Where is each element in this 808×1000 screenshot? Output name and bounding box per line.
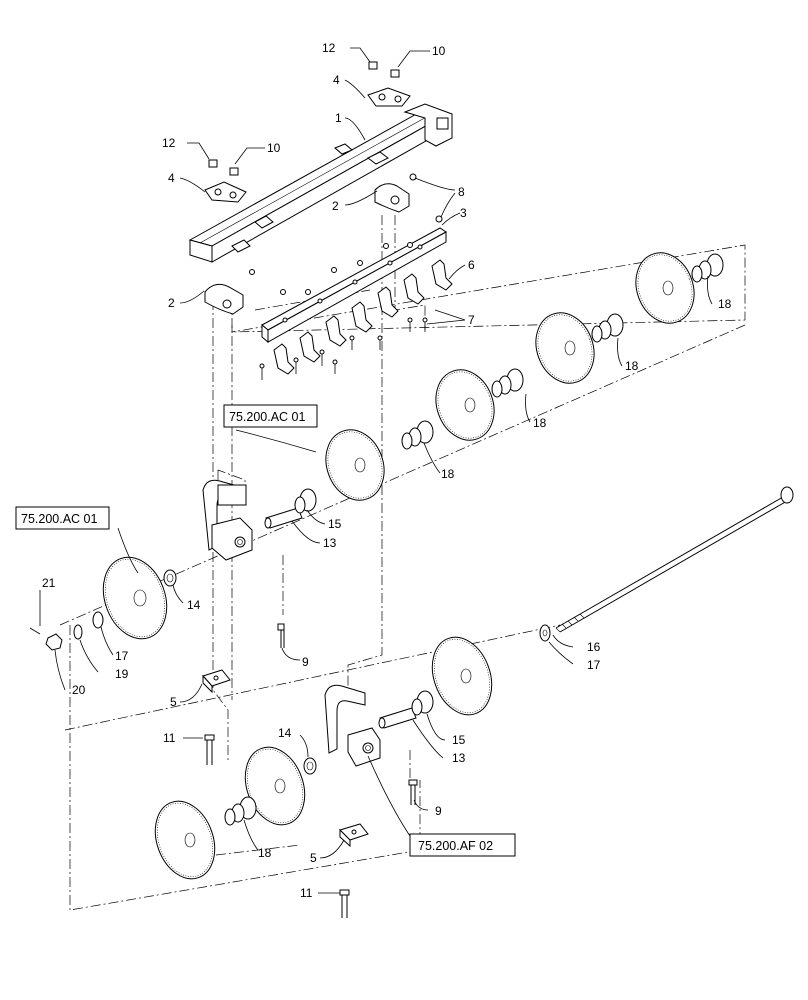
callout-8: 8 (458, 185, 465, 199)
screws-part-7[interactable] (259, 317, 428, 380)
disc-blade-lower-right[interactable] (422, 629, 502, 723)
reference-link-75-200-ac-01-upper[interactable]: 75.200.AC 01 (223, 404, 318, 428)
washer-part-14-a[interactable] (163, 569, 177, 587)
disc-blade-top-1[interactable] (626, 245, 703, 332)
callout-14-left: 14 (187, 598, 201, 612)
callout-3: 3 (460, 206, 467, 220)
spindle-part-13-a[interactable] (264, 507, 303, 529)
disc-blade-lower-middle[interactable] (235, 739, 315, 833)
callout-12-left: 12 (162, 136, 176, 150)
mounting-plate-upper[interactable] (367, 87, 411, 107)
nut-part-20[interactable] (45, 633, 63, 651)
callout-15-upper: 15 (328, 517, 342, 531)
scraper-blades-part-6[interactable] (273, 259, 453, 375)
callout-5-lower: 5 (310, 851, 317, 865)
disc-blade-top-4[interactable] (316, 422, 393, 509)
callout-20: 20 (72, 683, 86, 697)
plate-part-5-b[interactable] (339, 823, 369, 848)
hub-part-18-d[interactable] (401, 420, 434, 450)
callout-16: 16 (587, 640, 601, 654)
bolt-part-9-b[interactable] (408, 779, 418, 805)
arm-assembly-upper[interactable] (202, 479, 253, 561)
callout-18-d: 18 (441, 467, 455, 481)
callout-18-e: 18 (258, 846, 272, 860)
reference-link-75-200-af-02[interactable]: 75.200.AF 02 (409, 833, 516, 857)
hub-part-15-b[interactable] (411, 690, 434, 716)
mounting-plate-left[interactable] (204, 181, 247, 203)
callout-18-b: 18 (625, 359, 639, 373)
callout-labels: 12 10 4 1 12 10 4 8 2 3 6 2 7 18 18 18 1… (42, 41, 732, 900)
callout-18-a: 18 (718, 297, 732, 311)
scraper-bar-part-3[interactable] (261, 227, 447, 344)
center-lines (59, 215, 746, 911)
plate-part-5-a[interactable] (202, 669, 231, 694)
reference-label-lower: 75.200.AF 02 (418, 839, 493, 853)
callout-12-upper: 12 (322, 41, 336, 55)
reference-label-upper: 75.200.AC 01 (229, 410, 305, 424)
arm-assembly-lower[interactable] (324, 684, 381, 767)
bolt-part-9-a[interactable] (277, 623, 285, 648)
callout-13-upper: 13 (323, 536, 337, 550)
disc-blade-top-2[interactable] (526, 305, 603, 392)
callout-17-left: 17 (115, 649, 129, 663)
callout-1: 1 (335, 111, 342, 125)
washer-part-14-b[interactable] (303, 757, 317, 775)
reference-label-left: 75.200.AC 01 (21, 512, 97, 526)
callout-2-left: 2 (168, 296, 175, 310)
callout-11-upper: 11 (163, 731, 176, 745)
callout-21: 21 (42, 576, 56, 590)
disc-blade-lower-left[interactable] (145, 793, 225, 887)
disc-blade-left[interactable] (92, 548, 177, 647)
callout-4-upper: 4 (333, 73, 340, 87)
callout-6: 6 (468, 258, 475, 272)
reference-link-75-200-ac-01-left[interactable]: 75.200.AC 01 (15, 506, 110, 530)
nuts-part-8[interactable] (409, 173, 443, 223)
axle-part-16[interactable] (555, 486, 794, 633)
washer-part-17-b[interactable] (539, 624, 551, 642)
disc-blade-top-3[interactable] (426, 362, 503, 449)
callout-14-lower: 14 (278, 726, 292, 740)
bolt-part-11-a[interactable] (204, 734, 215, 765)
scraper-bolts[interactable] (249, 242, 413, 295)
callout-17-right: 17 (587, 658, 601, 672)
callout-9-lower: 9 (435, 804, 442, 818)
hub-part-18-e[interactable] (224, 796, 257, 826)
callout-15-lower: 15 (452, 733, 466, 747)
callout-11-lower: 11 (300, 886, 313, 900)
callout-19: 19 (115, 667, 129, 681)
washer-part-17-a[interactable] (92, 611, 104, 629)
spindle-part-13-b[interactable] (378, 707, 417, 729)
callout-10-upper: 10 (432, 44, 446, 58)
callout-5-upper: 5 (170, 695, 177, 709)
bolt-part-11-b[interactable] (339, 889, 350, 918)
callout-18-c: 18 (533, 416, 547, 430)
callout-9-upper: 9 (302, 655, 309, 669)
hub-part-18-b[interactable] (591, 313, 624, 343)
u-bracket-left[interactable] (204, 283, 244, 315)
callout-7: 7 (468, 313, 475, 327)
hub-part-18-c[interactable] (491, 368, 524, 398)
callout-13-lower: 13 (452, 751, 466, 765)
washer-part-19[interactable] (73, 624, 83, 640)
u-bracket-right[interactable] (374, 183, 410, 213)
leader-lines (39, 47, 713, 894)
callout-2-right: 2 (332, 199, 339, 213)
hub-part-18-a[interactable] (691, 253, 724, 283)
bolts-hardware-upper[interactable] (208, 61, 400, 176)
hub-part-15-a[interactable] (294, 488, 317, 514)
pin-part-21[interactable] (29, 627, 41, 635)
main-beam-part-1[interactable] (188, 103, 453, 263)
callout-10-left: 10 (267, 141, 281, 155)
callout-4-left: 4 (168, 171, 175, 185)
